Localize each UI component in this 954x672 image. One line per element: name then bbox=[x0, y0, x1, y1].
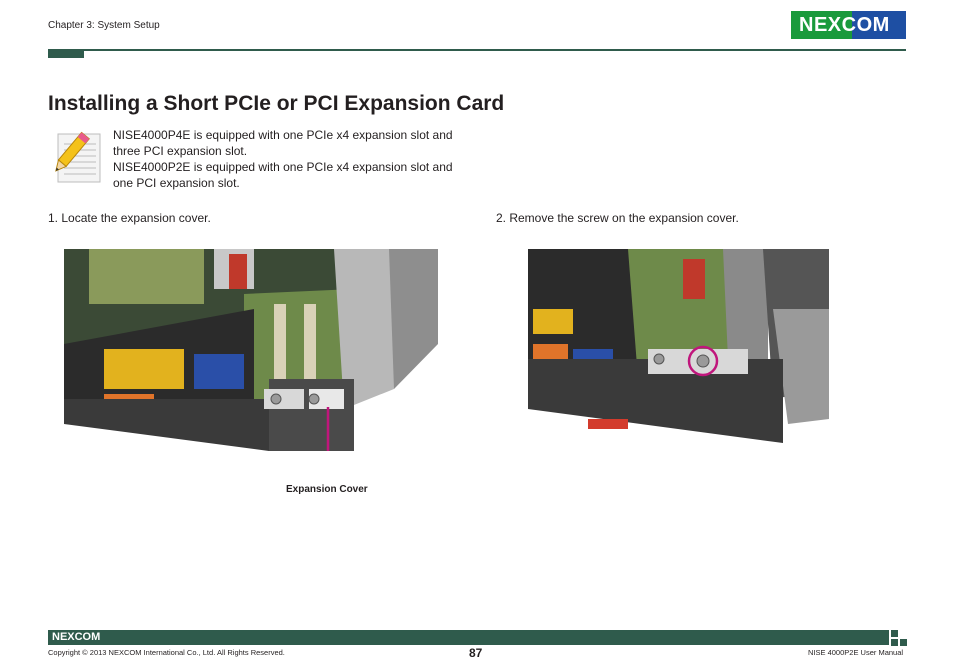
section-title: Installing a Short PCIe or PCI Expansion… bbox=[48, 92, 505, 115]
footer-squares-icon bbox=[891, 630, 907, 646]
copyright-text: Copyright © 2013 NEXCOM International Co… bbox=[48, 648, 285, 657]
note-text: NISE4000P4E is equipped with one PCIe x4… bbox=[113, 127, 453, 191]
manual-name: NISE 4000P2E User Manual bbox=[808, 648, 904, 657]
note-pencil-icon bbox=[55, 131, 101, 183]
note-line: three PCI expansion slot. bbox=[113, 144, 248, 158]
remove-screw-photo bbox=[528, 249, 829, 443]
step-2-text: 2. Remove the screw on the expansion cov… bbox=[496, 211, 739, 225]
nexcom-logo: NEXCOM bbox=[791, 11, 906, 39]
expansion-cover-photo bbox=[64, 249, 438, 451]
page-number: 87 bbox=[469, 646, 483, 660]
note-line: one PCI expansion slot. bbox=[113, 176, 240, 190]
note-line: NISE4000P4E is equipped with one PCIe x4… bbox=[113, 128, 453, 142]
footer-logo: NEXCOM bbox=[52, 631, 101, 643]
step-1-text: 1. Locate the expansion cover. bbox=[48, 211, 211, 225]
expansion-cover-label: Expansion Cover bbox=[286, 484, 368, 495]
header-tab bbox=[48, 49, 84, 58]
note-line: NISE4000P2E is equipped with one PCIe x4… bbox=[113, 160, 453, 174]
header-rule bbox=[48, 49, 906, 51]
footer-bar bbox=[48, 630, 889, 645]
chapter-heading: Chapter 3: System Setup bbox=[48, 20, 160, 31]
logo-text: NEXCOM bbox=[799, 14, 890, 36]
